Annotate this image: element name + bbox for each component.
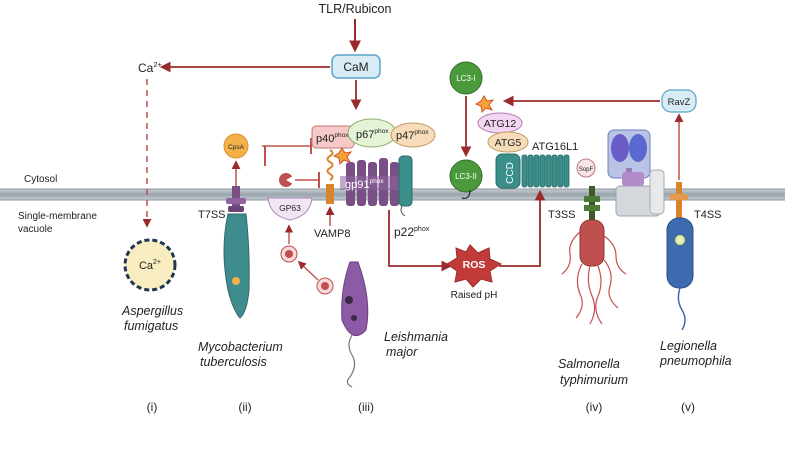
leishmania-cell <box>341 261 369 388</box>
svg-text:CaM: CaM <box>343 60 368 74</box>
leishmania-name-line2: major <box>386 345 418 359</box>
gp91phox-subunit: gp91phox <box>340 158 402 206</box>
svg-text:ROS: ROS <box>463 259 486 271</box>
svg-text:CpsA: CpsA <box>228 144 245 151</box>
t7ss-label: T7SS <box>198 209 226 221</box>
svg-text:Ca2+: Ca2+ <box>139 259 161 272</box>
gp63-fragment-icon <box>280 245 298 263</box>
nox-to-ros-arrow <box>388 210 453 272</box>
cytosol-label: Cytosol <box>24 174 57 185</box>
legionella-name-line2: pneumophila <box>659 354 732 368</box>
t4ss-apparatus <box>670 182 688 218</box>
gp63-cleavage-icon <box>279 173 295 187</box>
svg-text:LC3-II: LC3-II <box>455 172 477 181</box>
mycobacterium-name: Mycobacterium <box>198 340 283 354</box>
ros-to-lc3-arrow <box>499 189 546 267</box>
panel-label-v: (v) <box>681 400 695 414</box>
legionella-cell <box>666 217 694 331</box>
gp63-fragment-icon-2 <box>316 277 334 295</box>
vamp8-label: VAMP8 <box>314 228 350 240</box>
panel-label-i: (i) <box>147 400 158 414</box>
t3ss-apparatus <box>584 186 600 220</box>
ravz-burst-icon <box>474 95 495 114</box>
atg16l1-label: ATG16L1 <box>532 141 578 153</box>
atg5-protein: ATG5 <box>487 131 529 153</box>
cam-box: CaM <box>331 54 381 79</box>
aspergillus-name: Aspergillus <box>121 304 183 318</box>
p67phox-subunit: p67phox <box>347 118 397 148</box>
atg12-protein: ATG12 <box>477 112 523 134</box>
svg-text:gp91phox: gp91phox <box>345 178 384 191</box>
panel-label-iii: (iii) <box>358 400 374 414</box>
svg-text:ATG12: ATG12 <box>484 118 517 130</box>
panel-label-ii: (ii) <box>238 400 251 414</box>
p40phox-subunit: p40phox <box>311 125 355 149</box>
salmonella-name-line2: typhimurium <box>560 373 628 387</box>
gp63-protease: GP63 <box>267 197 313 221</box>
salmonella-name: Salmonella <box>558 357 620 371</box>
p22phox-subunit <box>398 155 413 217</box>
t3ss-label: T3SS <box>548 209 576 221</box>
t7ss-apparatus <box>226 186 246 212</box>
ravz-effector: RavZ <box>661 89 697 113</box>
vacuole-label: Single-membrane <box>18 211 97 222</box>
mycobacterium-name-line2: tuberculosis <box>200 355 267 369</box>
atg16l1-protein: CCD <box>495 153 570 189</box>
legionella-name: Legionella <box>660 339 717 353</box>
svg-text:p40phox: p40phox <box>316 132 349 145</box>
ros-burst: ROS <box>446 244 503 288</box>
lc3-i-protein: LC3-I <box>449 61 483 95</box>
aspergillus-conidium: Ca2+ <box>123 238 177 292</box>
vamp8-protein <box>326 149 334 204</box>
mycobacterium-cell <box>223 213 250 319</box>
vacuole-label-line2: vacuole <box>18 224 53 235</box>
aspergillus-name-line2: fumigatus <box>124 319 178 333</box>
svg-text:p47phox: p47phox <box>396 129 429 142</box>
leishmania-secretion-arrow <box>297 260 319 281</box>
svg-text:GP63: GP63 <box>279 203 301 213</box>
p47phox-subunit: p47phox <box>390 122 436 148</box>
raised-ph-label: Raised pH <box>451 290 498 301</box>
svg-text:p67phox: p67phox <box>356 128 389 141</box>
cpsa-protein: CpsA <box>223 133 249 159</box>
v-atpase-complex <box>607 129 665 217</box>
leishmania-name: Leishmania <box>384 330 448 344</box>
svg-text:RavZ: RavZ <box>668 97 691 108</box>
svg-text:ATG5: ATG5 <box>495 137 522 149</box>
salmonella-cell <box>561 219 627 325</box>
p22phox-label: p22phox <box>394 225 430 239</box>
lc3-ii-protein: LC3-II <box>449 159 483 199</box>
svg-text:LC3-I: LC3-I <box>456 74 476 83</box>
svg-text:CCD: CCD <box>505 162 516 184</box>
calcium-label: Ca2+ <box>138 60 163 75</box>
sopf-effector: SopF <box>576 158 596 178</box>
svg-text:SopF: SopF <box>579 167 594 173</box>
tlr-rubicon-label: TLR/Rubicon <box>319 2 392 16</box>
t4ss-label: T4SS <box>694 209 722 221</box>
activation-burst-icon <box>332 147 353 166</box>
panel-label-iv: (iv) <box>586 400 603 414</box>
